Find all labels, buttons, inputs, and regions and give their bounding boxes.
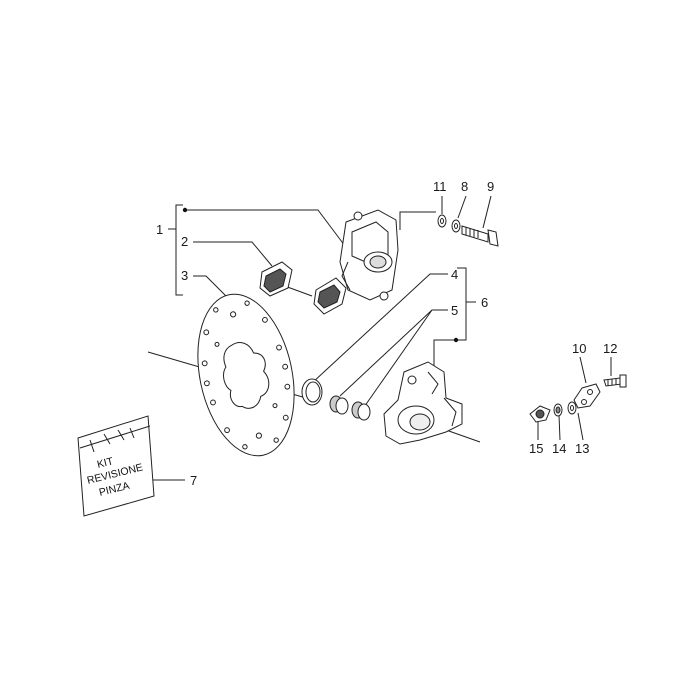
leader-lines: [147, 195, 612, 481]
callout-label-14: 14: [552, 441, 566, 456]
callout-label-10: 10: [572, 341, 586, 356]
kit-text-line-1: KIT: [96, 455, 115, 471]
callout-label-4: 4: [451, 267, 458, 282]
brake-caliper-upper: [339, 209, 399, 301]
callout-label-13: 13: [575, 441, 589, 456]
brake-disc: [197, 293, 295, 457]
small-hardware: [529, 374, 627, 423]
callout-label-12: 12: [603, 341, 617, 356]
callout-label-15: 15: [529, 441, 543, 456]
callout-label-1: 1: [156, 222, 163, 237]
callout-label-9: 9: [487, 179, 494, 194]
repair-kit-bag: KIT REVISIONE PINZA: [77, 415, 155, 517]
brake-caliper-lower: [383, 361, 463, 445]
callout-label-11: 11: [433, 179, 447, 194]
callout-label-6: 6: [481, 295, 488, 310]
brake-pads: [259, 261, 347, 315]
caliper-seals: [301, 378, 371, 421]
callout-label-2: 2: [181, 234, 188, 249]
callout-label-3: 3: [181, 268, 188, 283]
callout-label-5: 5: [451, 303, 458, 318]
callout-labels: 1 2 3 4 5 6 7 8 9 10 11 12 13 14 15: [156, 179, 617, 488]
callout-label-7: 7: [190, 473, 197, 488]
bolt-assembly: [437, 214, 499, 247]
callout-label-8: 8: [461, 179, 468, 194]
